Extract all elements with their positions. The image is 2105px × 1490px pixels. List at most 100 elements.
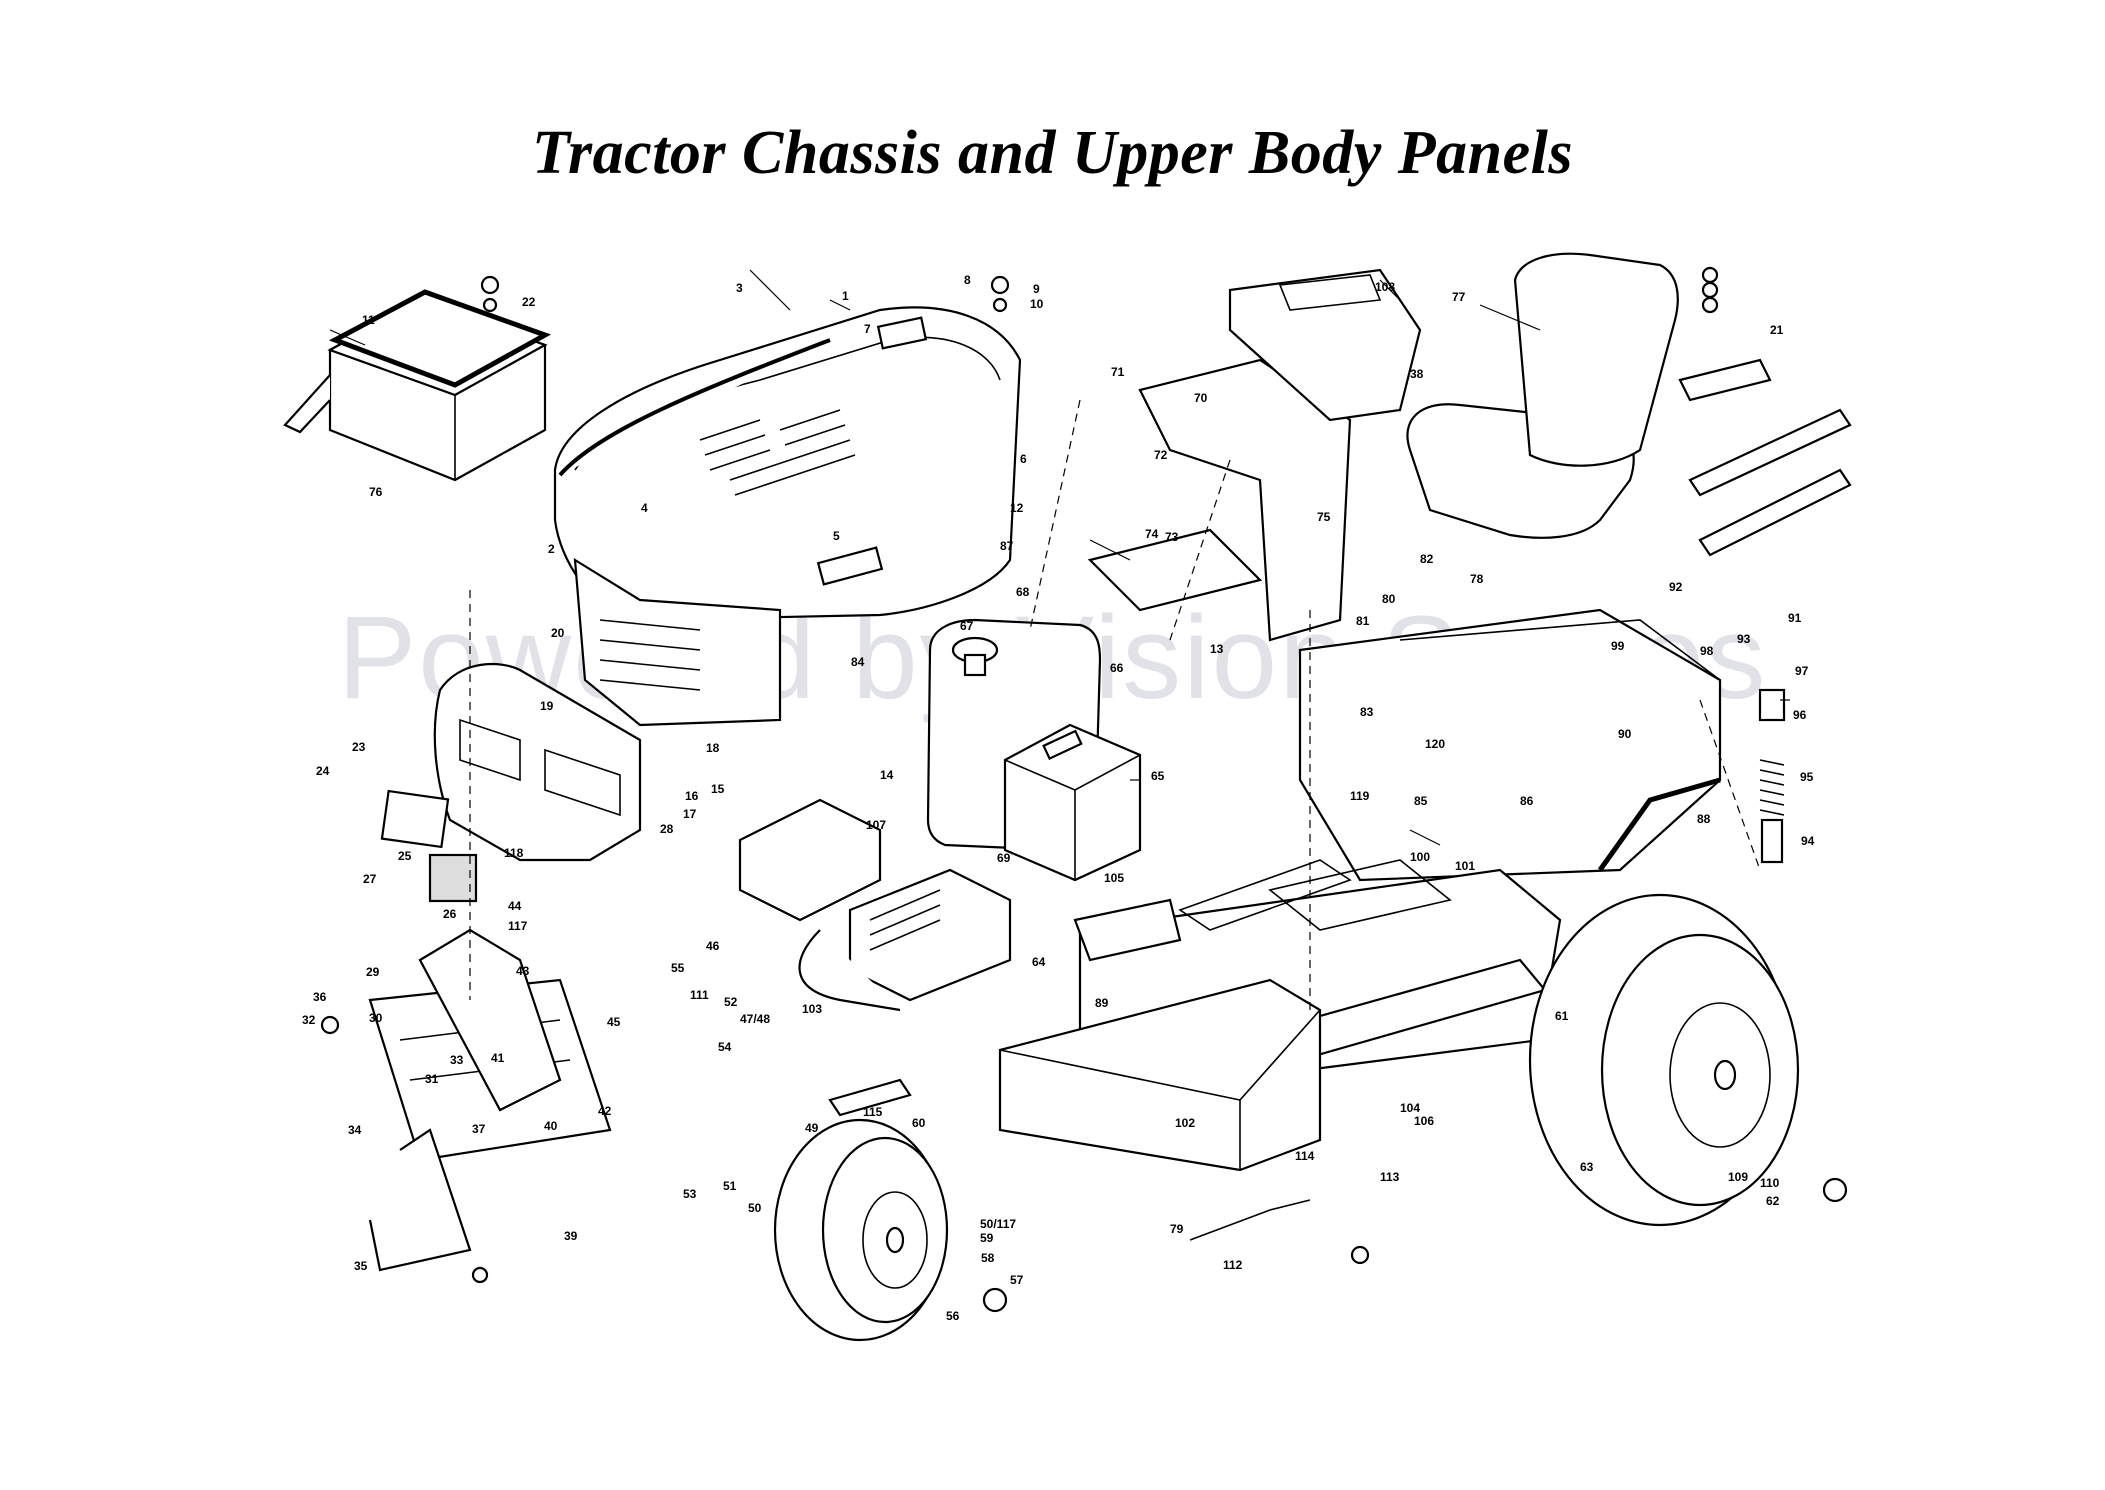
callout-label: 81	[1356, 614, 1370, 628]
callout-label: 110	[1760, 1176, 1780, 1190]
callout-label: 76	[369, 485, 383, 499]
callout-label: 91	[1788, 611, 1802, 625]
callout-label: 87	[1000, 539, 1014, 553]
callout-label: 58	[981, 1251, 995, 1265]
callout-label: 95	[1800, 770, 1814, 784]
callout-label: 3	[736, 281, 743, 295]
bonnet	[553, 306, 1022, 727]
spring-assembly	[1758, 688, 1786, 864]
callout-label: 80	[1382, 592, 1396, 606]
callout-label: 66	[1110, 661, 1124, 675]
rear-wheel	[1528, 893, 1800, 1227]
callout-label: 32	[302, 1013, 316, 1027]
callout-label: 101	[1455, 859, 1475, 873]
callout-label: 42	[598, 1104, 612, 1118]
callout-label: 34	[348, 1123, 362, 1137]
callout-label: 88	[1697, 812, 1711, 826]
callout-label: 59	[980, 1231, 994, 1245]
callout-label: 74	[1145, 527, 1159, 541]
chassis-frame	[368, 928, 1322, 1172]
callout-label: 33	[450, 1053, 464, 1067]
callout-label: 43	[516, 964, 530, 978]
callout-label: 9	[1033, 282, 1040, 296]
dashboard-console	[1087, 268, 1422, 642]
callout-label: 36	[313, 990, 327, 1004]
callout-label: 86	[1520, 794, 1534, 808]
callout-label: 69	[997, 851, 1011, 865]
page-title: Tractor Chassis and Upper Body Panels	[531, 119, 1573, 187]
callout-label: 17	[683, 807, 697, 821]
callout-label: 54	[718, 1040, 732, 1054]
callout-label: 65	[1151, 769, 1165, 783]
callout-label: 31	[425, 1072, 439, 1086]
callout-label: 111	[690, 988, 709, 1002]
callout-label: 20	[551, 626, 565, 640]
callout-label: 21	[1770, 323, 1784, 337]
callout-label: 50/117	[980, 1217, 1016, 1231]
brake-linkage	[368, 1078, 1311, 1272]
callout-label: 41	[491, 1051, 505, 1065]
callout-label: 14	[880, 768, 894, 782]
callout-label: 1	[842, 289, 849, 303]
callout-label: 106	[1414, 1114, 1434, 1128]
callout-label: 23	[352, 740, 366, 754]
callout-label: 44	[508, 899, 522, 913]
callout-label: 96	[1793, 708, 1807, 722]
callout-label: 40	[544, 1119, 558, 1133]
battery	[1003, 723, 1142, 882]
callout-label: 38	[1410, 367, 1424, 381]
callout-label: 118	[504, 846, 524, 860]
callout-label: 77	[1452, 290, 1466, 304]
rear-frame-rails	[1678, 358, 1852, 557]
callout-label: 104	[1400, 1101, 1420, 1115]
callout-label: 78	[1470, 572, 1484, 586]
callout-label: 97	[1795, 664, 1809, 678]
callout-label: 10	[1030, 297, 1044, 311]
callout-label: 99	[1611, 639, 1625, 653]
leader-lines	[329, 269, 1790, 1010]
callout-label: 90	[1618, 727, 1632, 741]
fasteners	[320, 266, 1848, 1313]
muffler	[738, 798, 1012, 1012]
callout-label: 112	[1223, 1258, 1243, 1272]
callout-label: 24	[316, 764, 330, 778]
callout-label: 60	[912, 1116, 926, 1130]
callout-label: 83	[1360, 705, 1374, 719]
callout-label: 5	[833, 529, 840, 543]
callout-label: 107	[866, 818, 886, 832]
callout-label: 51	[723, 1179, 737, 1193]
callout-label: 4	[641, 501, 648, 515]
callout-label: 56	[946, 1309, 960, 1323]
callout-label: 105	[1104, 871, 1124, 885]
callout-label: 64	[1032, 955, 1046, 969]
callout-label: 19	[540, 699, 554, 713]
callout-label: 72	[1154, 448, 1168, 462]
callout-label: 117	[508, 919, 528, 933]
callout-label: 39	[564, 1229, 578, 1243]
callout-label: 45	[607, 1015, 621, 1029]
battery-tray	[283, 289, 552, 482]
callout-label: 103	[802, 1002, 822, 1016]
callout-label: 94	[1801, 834, 1815, 848]
callout-label: 47/48	[740, 1012, 770, 1026]
callout-label: 85	[1414, 794, 1428, 808]
callout-label: 73	[1165, 530, 1179, 544]
callout-label: 8	[964, 273, 971, 287]
callout-label: 53	[683, 1187, 697, 1201]
callout-label: 71	[1111, 365, 1125, 379]
callout-label: 46	[706, 939, 720, 953]
callout-label: 89	[1095, 996, 1109, 1010]
callout-label: 30	[369, 1011, 383, 1025]
callout-label: 37	[472, 1122, 486, 1136]
callout-label: 7	[864, 322, 871, 336]
callout-label: 35	[354, 1259, 368, 1273]
seat	[1406, 252, 1679, 539]
callout-label: 67	[960, 619, 974, 633]
callout-label: 15	[711, 782, 725, 796]
callout-label: 102	[1175, 1116, 1195, 1130]
callout-label: 115	[863, 1105, 883, 1119]
callout-label: 119	[1350, 789, 1370, 803]
callout-label: 75	[1317, 510, 1331, 524]
callout-label: 16	[685, 789, 699, 803]
